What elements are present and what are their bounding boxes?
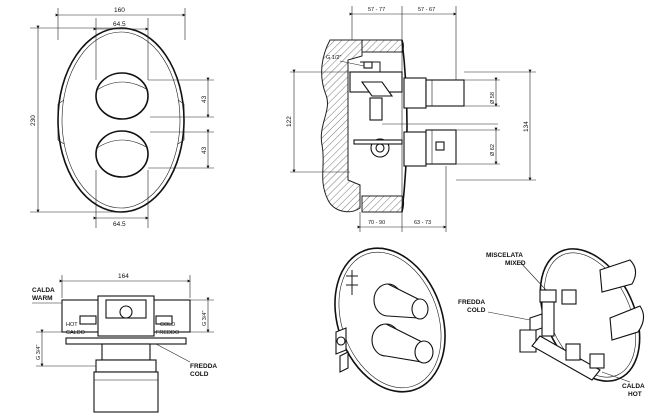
- iso-cover-plate: [334, 247, 446, 393]
- bottom-right-dimension: 63 - 73: [414, 220, 431, 226]
- top-view: 164 CALDA WARM HOT CALDO COLD FREDDO G 3…: [32, 273, 217, 413]
- spacing-top-dimension: 64.5: [113, 21, 126, 28]
- svg-text:FREDDA: FREDDA: [190, 363, 217, 370]
- svg-text:COLD: COLD: [467, 307, 486, 314]
- svg-text:MIXED: MIXED: [505, 260, 526, 267]
- iso-back-handles: [599, 259, 645, 341]
- svg-text:COLD: COLD: [190, 371, 209, 378]
- height-left-dimension: 122: [286, 116, 293, 127]
- svg-text:MISCELATA: MISCELATA: [486, 252, 523, 259]
- iso-pipes: [335, 270, 358, 373]
- diameter-upper-dimension: Ø 58: [490, 92, 496, 104]
- hot-label: HOT: [66, 322, 78, 328]
- svg-text:WARM: WARM: [32, 295, 53, 302]
- iso-back-body: [519, 289, 605, 381]
- isometric-view-back: MISCELATA MIXED FREDDA COLD CALDA HOT: [458, 248, 645, 398]
- iso-lower-handle: [371, 323, 434, 364]
- cover-plate-edge: [61, 31, 181, 209]
- svg-text:FREDDA: FREDDA: [458, 299, 485, 306]
- valve-top-body: [61, 295, 191, 413]
- fredda-cold-label: FREDDA COLD: [190, 363, 217, 378]
- top-left-dimension: 57 - 77: [368, 7, 385, 13]
- diameter-lower-dimension: Ø 62: [490, 144, 496, 156]
- iso-fredda-cold-label: FREDDA COLD: [458, 299, 486, 314]
- calda-warm-label: CALDA WARM: [32, 287, 55, 302]
- spacing-bottom-dimension: 64.5: [113, 221, 126, 228]
- thread-left-label: G 3/4": [36, 345, 42, 360]
- thread-label: G 1/2": [326, 55, 341, 61]
- cover-plate: [57, 27, 185, 213]
- top-width-dimension: 164: [118, 273, 129, 280]
- iso-upper-handle: [373, 283, 429, 320]
- bottom-left-dimension: 70 - 90: [368, 220, 385, 226]
- svg-text:HOT: HOT: [628, 391, 642, 398]
- miscelata-mixed-label: MISCELATA MIXED: [486, 252, 526, 267]
- height-right-dimension: 134: [523, 121, 530, 132]
- top-right-dimension: 57 - 67: [418, 7, 435, 13]
- wall-section: [320, 39, 363, 213]
- caldo-label: CALDO: [66, 330, 86, 336]
- wall-plate: [401, 39, 408, 213]
- svg-text:CALDA: CALDA: [32, 287, 55, 294]
- side-section-view: 57 - 77 57 - 67 G 1/2" 122 134 Ø 58 Ø 62…: [286, 6, 536, 232]
- side-handles: [403, 77, 465, 167]
- offset-upper-dimension: 43: [201, 95, 208, 103]
- lower-handle: [95, 130, 149, 178]
- upper-handle: [95, 72, 149, 120]
- freddo-label: FREDDO: [156, 330, 180, 336]
- thread-right-label: G 3/4": [202, 311, 208, 326]
- width-dimension: 160: [114, 7, 125, 14]
- front-view: 160 64.5 64.5 230 43 43: [30, 7, 214, 228]
- offset-lower-dimension: 43: [201, 146, 208, 154]
- svg-text:CALDA: CALDA: [622, 383, 645, 390]
- calda-hot-label: CALDA HOT: [622, 383, 645, 398]
- isometric-view-front: [334, 247, 446, 393]
- cold-label: COLD: [160, 322, 175, 328]
- valve-body: [349, 61, 403, 158]
- height-dimension: 230: [30, 115, 37, 126]
